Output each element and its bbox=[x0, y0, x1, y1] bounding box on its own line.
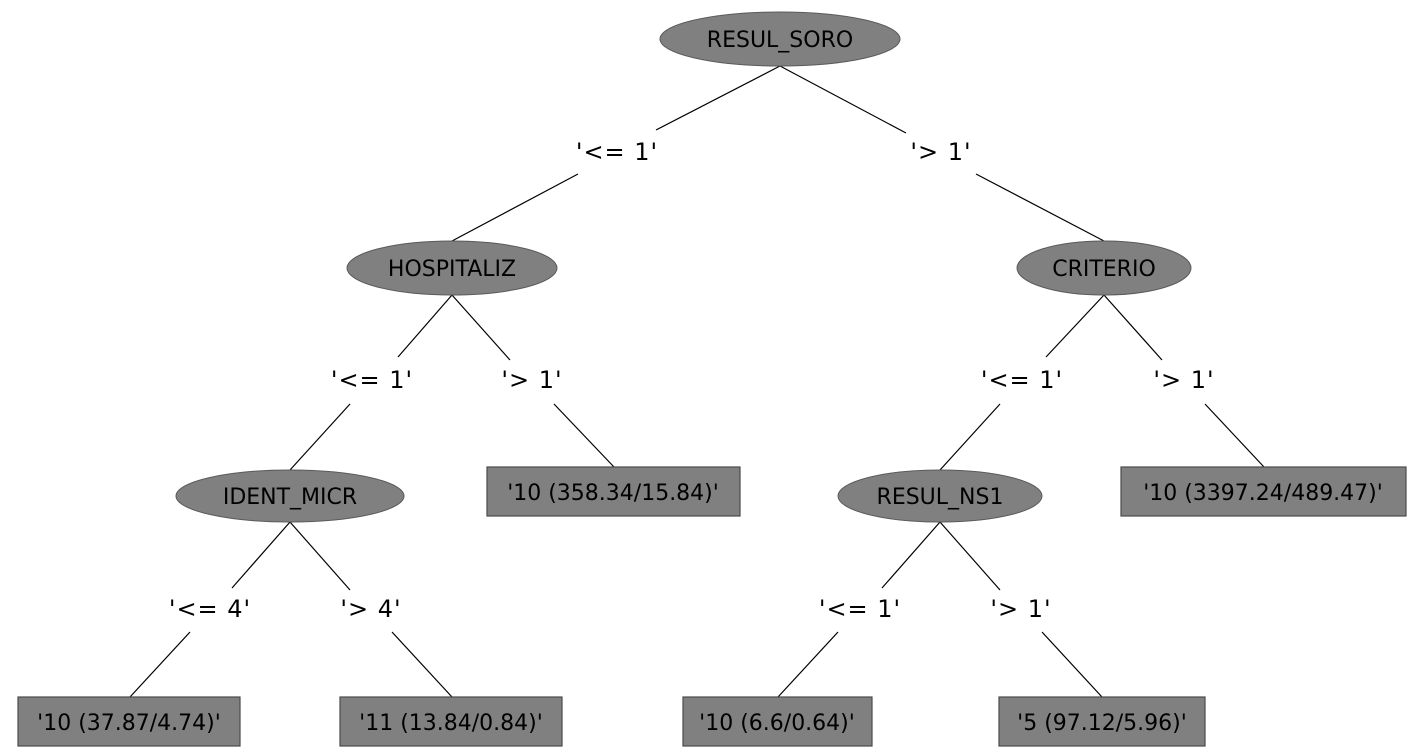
leaf-6-6[interactable]: '10 (6.6/0.64)' bbox=[682, 696, 873, 747]
edge-line-upper bbox=[881, 521, 941, 589]
node-ellipse bbox=[175, 469, 405, 523]
leaf-label: '10 (358.34/15.84)' bbox=[507, 481, 719, 506]
decision-nodes: RESUL_SORO HOSPITALIZ CRITERIO IDENT_MIC… bbox=[175, 11, 1192, 523]
edge-line-upper bbox=[655, 65, 781, 131]
node-label: IDENT_MICR bbox=[223, 485, 357, 510]
edge-label: '> 1' bbox=[1153, 366, 1214, 394]
edge-line-lower bbox=[1041, 631, 1103, 698]
leaf-37-87[interactable]: '10 (37.87/4.74)' bbox=[17, 696, 241, 747]
edge-line-upper bbox=[451, 294, 511, 361]
edges: '<= 1' '> 1' '<= 1' '> 1' '<= 1' '> 1' bbox=[129, 65, 1265, 698]
edge-line-lower bbox=[553, 403, 615, 468]
node-label: HOSPITALIZ bbox=[388, 257, 516, 282]
edge-line-lower bbox=[1204, 403, 1265, 468]
edge-label: '> 1' bbox=[990, 595, 1051, 623]
node-resul-soro[interactable]: RESUL_SORO bbox=[659, 11, 901, 67]
edge-label: '<= 1' bbox=[981, 366, 1063, 394]
leaf-label: '10 (37.87/4.74)' bbox=[37, 711, 221, 736]
edge-line-lower bbox=[975, 173, 1105, 242]
edge-line-upper bbox=[1103, 294, 1163, 361]
leaf-box bbox=[339, 696, 563, 747]
edge-resul-soro-criterio: '> 1' bbox=[779, 65, 1105, 242]
node-ident-micr[interactable]: IDENT_MICR bbox=[175, 469, 405, 523]
leaf-358-34[interactable]: '10 (358.34/15.84)' bbox=[486, 466, 741, 517]
edge-line-lower bbox=[289, 403, 351, 471]
node-criterio[interactable]: CRITERIO bbox=[1016, 240, 1192, 296]
leaf-box bbox=[998, 696, 1206, 747]
edge-line-lower bbox=[777, 631, 839, 698]
leaf-label: '5 (97.12/5.96)' bbox=[1017, 711, 1187, 736]
edge-hospitaliz-leaf-358: '> 1' bbox=[451, 294, 615, 468]
edge-label: '<= 4' bbox=[169, 595, 251, 623]
leaf-13-84[interactable]: '11 (13.84/0.84)' bbox=[339, 696, 563, 747]
leaf-nodes: '10 (358.34/15.84)' '10 (3397.24/489.47)… bbox=[17, 466, 1407, 747]
node-resul-ns1[interactable]: RESUL_NS1 bbox=[837, 469, 1043, 523]
leaf-box bbox=[1120, 466, 1407, 517]
edge-criterio-resul-ns1: '<= 1' bbox=[939, 294, 1105, 471]
leaf-box bbox=[682, 696, 873, 747]
edge-line-upper bbox=[397, 294, 453, 358]
edge-label: '> 4' bbox=[340, 595, 401, 623]
edge-line-upper bbox=[289, 521, 351, 591]
edge-hospitaliz-ident-micr: '<= 1' bbox=[289, 294, 453, 471]
edge-label: '<= 1' bbox=[576, 138, 658, 166]
edge-resul-soro-hospitaliz: '<= 1' bbox=[451, 65, 781, 242]
edge-line-upper bbox=[779, 65, 907, 134]
edge-label: '<= 1' bbox=[819, 595, 901, 623]
edge-resul-ns1-leaf-97: '> 1' bbox=[939, 521, 1103, 698]
edge-ident-micr-leaf-37: '<= 4' bbox=[129, 521, 291, 698]
edge-line-lower bbox=[129, 631, 191, 698]
node-ellipse bbox=[346, 240, 558, 296]
leaf-97-12[interactable]: '5 (97.12/5.96)' bbox=[998, 696, 1206, 747]
edge-resul-ns1-leaf-6: '<= 1' bbox=[777, 521, 941, 698]
edge-ident-micr-leaf-13: '> 4' bbox=[289, 521, 453, 698]
node-ellipse bbox=[659, 11, 901, 67]
edge-line-lower bbox=[391, 631, 453, 698]
node-ellipse bbox=[1016, 240, 1192, 296]
edge-line-lower bbox=[939, 403, 1001, 471]
node-hospitaliz[interactable]: HOSPITALIZ bbox=[346, 240, 558, 296]
edge-line-upper bbox=[231, 521, 291, 589]
edge-label: '> 1' bbox=[910, 138, 971, 166]
edge-label: '<= 1' bbox=[331, 366, 413, 394]
node-label: CRITERIO bbox=[1052, 257, 1156, 282]
leaf-label: '10 (3397.24/489.47)' bbox=[1143, 481, 1383, 506]
edge-label: '> 1' bbox=[501, 366, 562, 394]
edge-line-lower bbox=[451, 173, 579, 242]
leaf-3397-24[interactable]: '10 (3397.24/489.47)' bbox=[1120, 466, 1407, 517]
leaf-box bbox=[486, 466, 741, 517]
node-label: RESUL_NS1 bbox=[877, 485, 1004, 510]
leaf-label: '11 (13.84/0.84)' bbox=[359, 711, 543, 736]
leaf-box bbox=[17, 696, 241, 747]
edge-line-upper bbox=[1045, 294, 1105, 358]
node-label: RESUL_SORO bbox=[707, 28, 853, 53]
edge-line-upper bbox=[939, 521, 1001, 591]
edge-criterio-leaf-3397: '> 1' bbox=[1103, 294, 1265, 468]
node-ellipse bbox=[837, 469, 1043, 523]
leaf-label: '10 (6.6/0.64)' bbox=[699, 711, 855, 736]
